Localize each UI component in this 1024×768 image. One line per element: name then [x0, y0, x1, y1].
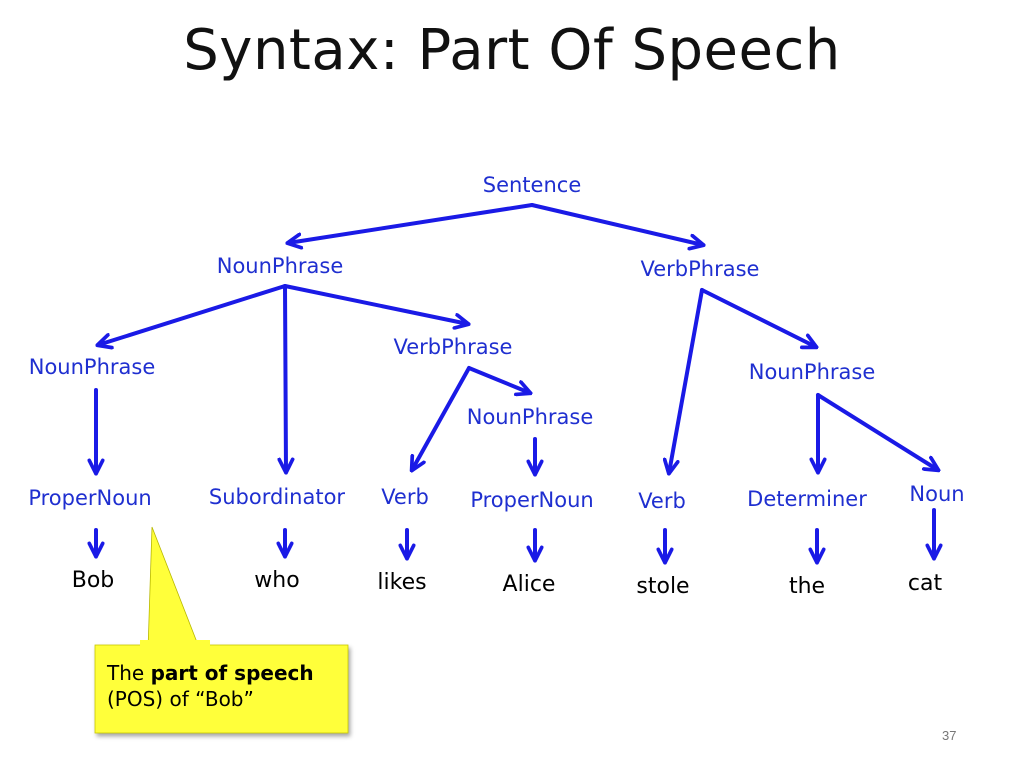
node-propernoun-alice: ProperNoun [470, 488, 594, 512]
node-verbphrase-main: VerbPhrase [640, 257, 760, 281]
node-noun: Noun [909, 482, 965, 506]
edge-sentence-to-vp_main [530, 203, 703, 245]
callout-box: The part of speech (POS) of “Bob” [95, 645, 348, 733]
word-likes: likes [377, 570, 427, 595]
edge-sentence-to-np_main [288, 203, 534, 243]
edge-np_main-to-sub_who [285, 284, 286, 472]
callout-bold: part of speech [150, 661, 314, 685]
word-cat: cat [907, 571, 943, 596]
edge-vp_rel-to-verb_likes [412, 366, 471, 470]
page-number: 37 [942, 728, 957, 743]
edge-np_main-to-vp_rel [283, 284, 468, 324]
callout-line2: (POS) of “Bob” [107, 686, 254, 711]
callout-prefix: The [107, 661, 151, 685]
edge-vp_rel-to-np_alice [467, 366, 530, 393]
node-verb-stole: Verb [638, 489, 686, 513]
node-nounphrase-object: NounPhrase [748, 360, 876, 384]
edge-vp_main-to-np_obj [700, 288, 816, 347]
word-stole: stole [636, 574, 690, 599]
edge-vp_main-to-verb_stole [669, 288, 704, 473]
node-sentence: Sentence [482, 173, 582, 197]
word-who: who [254, 568, 300, 593]
word-alice: Alice [502, 572, 556, 597]
node-nounphrase-alice: NounPhrase [466, 405, 594, 429]
node-nounphrase-main: NounPhrase [216, 254, 344, 278]
node-verb-likes: Verb [381, 485, 429, 509]
node-subordinator: Subordinator [208, 485, 346, 509]
node-nounphrase-bob: NounPhrase [28, 355, 156, 379]
edge-np_main-to-np_bob [98, 284, 287, 345]
node-propernoun-bob: ProperNoun [28, 486, 152, 510]
word-the: the [788, 574, 826, 599]
edge-np_obj-to-noun_cat [816, 393, 938, 470]
node-verbphrase-relative: VerbPhrase [393, 335, 513, 359]
slide-title: Syntax: Part Of Speech [183, 18, 841, 83]
callout-shape [94, 526, 349, 734]
node-determiner: Determiner [747, 487, 867, 511]
word-bob: Bob [71, 568, 115, 593]
